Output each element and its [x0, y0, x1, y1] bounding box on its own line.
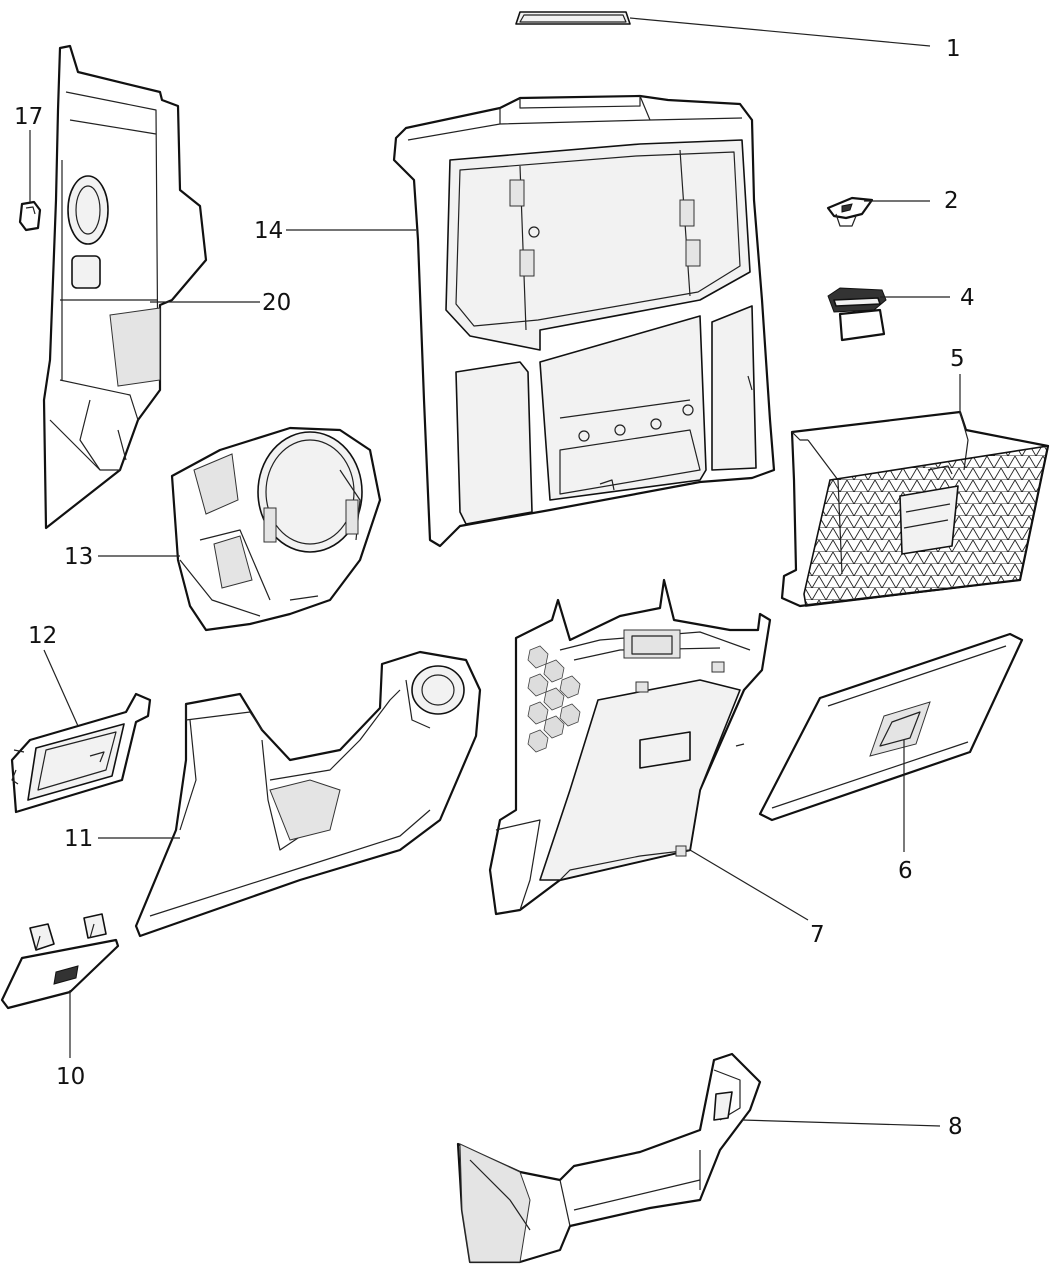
- callout-20: 20: [262, 290, 291, 316]
- callout-11: 11: [64, 826, 93, 852]
- callout-1: 1: [946, 36, 961, 62]
- leader-7: [689, 849, 809, 921]
- part-5-storage-bin: [780, 410, 1050, 608]
- callout-10: 10: [56, 1064, 85, 1090]
- callout-12: 12: [28, 623, 57, 649]
- leader-8: [741, 1119, 941, 1127]
- part-8-lower-trim: [456, 1052, 762, 1264]
- part-1-pad: [515, 11, 631, 25]
- callout-4: 4: [960, 285, 975, 311]
- callout-8: 8: [948, 1114, 963, 1140]
- callout-17: 17: [14, 104, 43, 130]
- part-4-switch: [827, 287, 887, 342]
- leader-12: [43, 649, 79, 727]
- leader-1: [629, 17, 931, 47]
- part-10-cover: [0, 913, 120, 1010]
- part-11-knee-panel: [134, 650, 482, 938]
- callout-7: 7: [810, 922, 825, 948]
- callout-13: 13: [64, 544, 93, 570]
- callout-2: 2: [944, 188, 959, 214]
- part-12-bezel: [10, 692, 152, 814]
- part-2-clip: [826, 196, 874, 227]
- part-6-glove-door: [758, 632, 1024, 822]
- part-17-clip: [18, 200, 42, 232]
- leader-lines: [29, 17, 961, 1127]
- callout-labels: 1 2 4 5 6 7 8 10 11 12 13 14 17 20: [14, 36, 975, 1140]
- part-13-column-shroud: [170, 426, 382, 632]
- part-14-center-bezel: [392, 94, 776, 548]
- callout-5: 5: [950, 346, 965, 372]
- callout-14: 14: [254, 218, 283, 244]
- part-7-center-frame: [488, 578, 772, 916]
- part-20-side-panel: [42, 44, 208, 530]
- callout-6: 6: [898, 858, 913, 884]
